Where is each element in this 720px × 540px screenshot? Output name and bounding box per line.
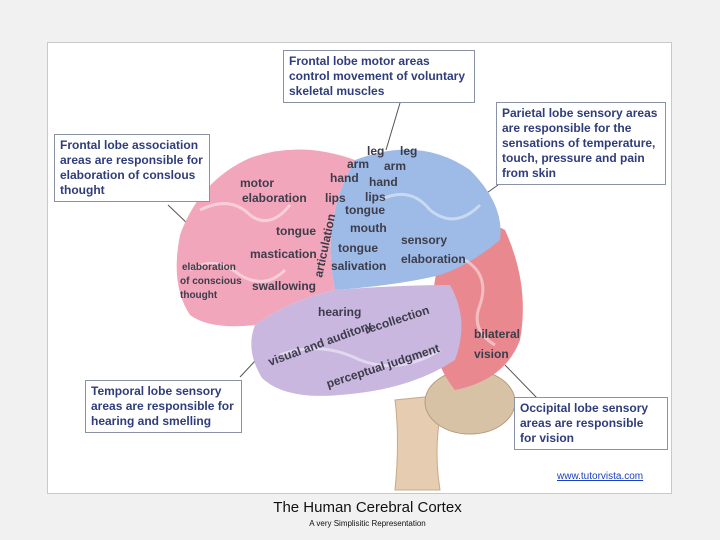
sensory-elaboration-label-2: elaboration (401, 252, 466, 266)
motor-leg-label: leg (367, 144, 384, 158)
frontal-lobe (176, 149, 355, 327)
caption-subtitle: A very Simplisitic Representation (309, 519, 426, 528)
conscious-label-2: of conscious (180, 276, 242, 287)
salivation-label: salivation (331, 259, 386, 273)
parietal-callout: Parietal lobe sensory areas are responsi… (496, 102, 666, 185)
conscious-label-1: elaboration (182, 262, 236, 273)
sensory-elaboration-label-1: sensory (401, 233, 447, 247)
sensory-leg-label: leg (400, 144, 417, 158)
sensory-tongue-label: tongue (345, 203, 385, 217)
motor-tongue-label: tongue (276, 224, 316, 238)
mouth-label: mouth (350, 221, 387, 235)
caption-title: The Human Cerebral Cortex (273, 499, 462, 516)
frontal-motor-callout: Frontal lobe motor areas control movemen… (283, 50, 475, 103)
sensory-lips-label: lips (365, 190, 386, 204)
frontal-association-callout: Frontal lobe association areas are respo… (54, 134, 210, 202)
hearing-label: hearing (318, 305, 361, 319)
bilateral-vision-label-2: vision (474, 347, 509, 361)
temporal-callout: Temporal lobe sensory areas are responsi… (85, 380, 242, 433)
sensory-tongue-label-2: tongue (338, 241, 378, 255)
sensory-hand-label: hand (369, 175, 398, 189)
conscious-label-3: thought (180, 290, 218, 301)
motor-lips-label: lips (325, 191, 346, 205)
motor-arm-label: arm (347, 157, 369, 171)
source-credit-link[interactable]: www.tutorvista.com (557, 471, 644, 482)
sensory-arm-label: arm (384, 159, 406, 173)
motor-elaboration-label-2: elaboration (242, 191, 307, 205)
mastication-label: mastication (250, 247, 317, 261)
swallowing-label: swallowing (252, 279, 316, 293)
temporal-lobe (251, 285, 462, 396)
parietal-lobe (330, 149, 501, 290)
motor-hand-label: hand (330, 171, 359, 185)
gyri-texture (189, 192, 496, 368)
bilateral-vision-label-1: bilateral (474, 327, 520, 341)
occipital-callout: Occipital lobe sensory areas are respons… (514, 397, 668, 450)
motor-elaboration-label-1: motor (240, 176, 274, 190)
